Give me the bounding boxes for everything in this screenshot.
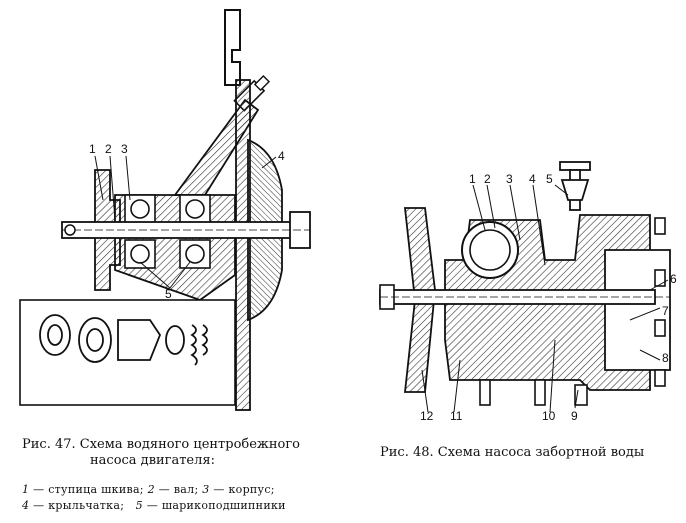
- fig48-callout-2: 2: [484, 172, 491, 186]
- legend-num-2: 2: [147, 483, 155, 496]
- fig47-caption-line2: насоса двигателя:: [90, 453, 215, 468]
- legend-text-1: — ступица шкива;: [33, 483, 144, 496]
- fig48-callout-8: 8: [662, 351, 669, 365]
- fig48-callout-5: 5: [546, 172, 553, 186]
- impeller-chamber: [604, 249, 671, 371]
- fig47-callout-5: 5: [165, 287, 172, 301]
- fig48-callout-9: 9: [571, 409, 578, 423]
- fig48-callout-1: 1: [469, 172, 476, 186]
- legend-text-4: — крыльчатка;: [33, 499, 125, 512]
- fig47-callout-4: 4: [278, 149, 285, 163]
- ball-bearings: [124, 194, 211, 269]
- legend-num-5: 5: [135, 499, 143, 512]
- legend-text-5: — шарикоподшипники: [146, 499, 286, 512]
- fig47-legend-line2: 4 — крыльчатка; 5 — шарикоподшипники: [22, 498, 286, 513]
- figure-48-seawater-pump-diagram: 1 2 3 4 5 6 7 8 9 10 11 12: [379, 161, 677, 423]
- fig47-callout-1: 1: [89, 142, 96, 156]
- legend-num-3: 3: [202, 483, 210, 496]
- legend-num-1: 1: [22, 483, 30, 496]
- fig48-callout-12: 12: [420, 409, 434, 423]
- fig47-callout-2: 2: [105, 142, 112, 156]
- fig48-callout-6: 6: [670, 272, 677, 286]
- fig47-legend-line1: 1 — ступица шкива; 2 — вал; 3 — корпус;: [22, 482, 275, 497]
- mounting-bracket: [224, 9, 241, 86]
- fig48-caption: Рис. 48. Схема насоса забортной воды: [380, 445, 645, 460]
- fig47-caption-line1: Рис. 47. Схема водяного центробежного: [22, 437, 301, 452]
- fig47-callout-3: 3: [121, 142, 128, 156]
- fig48-callout-4: 4: [529, 172, 536, 186]
- fig48-callout-7: 7: [662, 304, 669, 318]
- legend-text-2: — вал;: [158, 483, 199, 496]
- seal-parts-exploded: [39, 314, 208, 366]
- legend-num-4: 4: [22, 499, 30, 512]
- legend-text-3: — корпус;: [213, 483, 275, 496]
- figure-47-water-pump-diagram: 1 2 3 4 5: [19, 9, 311, 411]
- top-valve: [559, 161, 591, 211]
- fig48-callout-3: 3: [506, 172, 513, 186]
- fig48-callout-10: 10: [542, 409, 556, 423]
- fig48-callout-11: 11: [450, 409, 463, 423]
